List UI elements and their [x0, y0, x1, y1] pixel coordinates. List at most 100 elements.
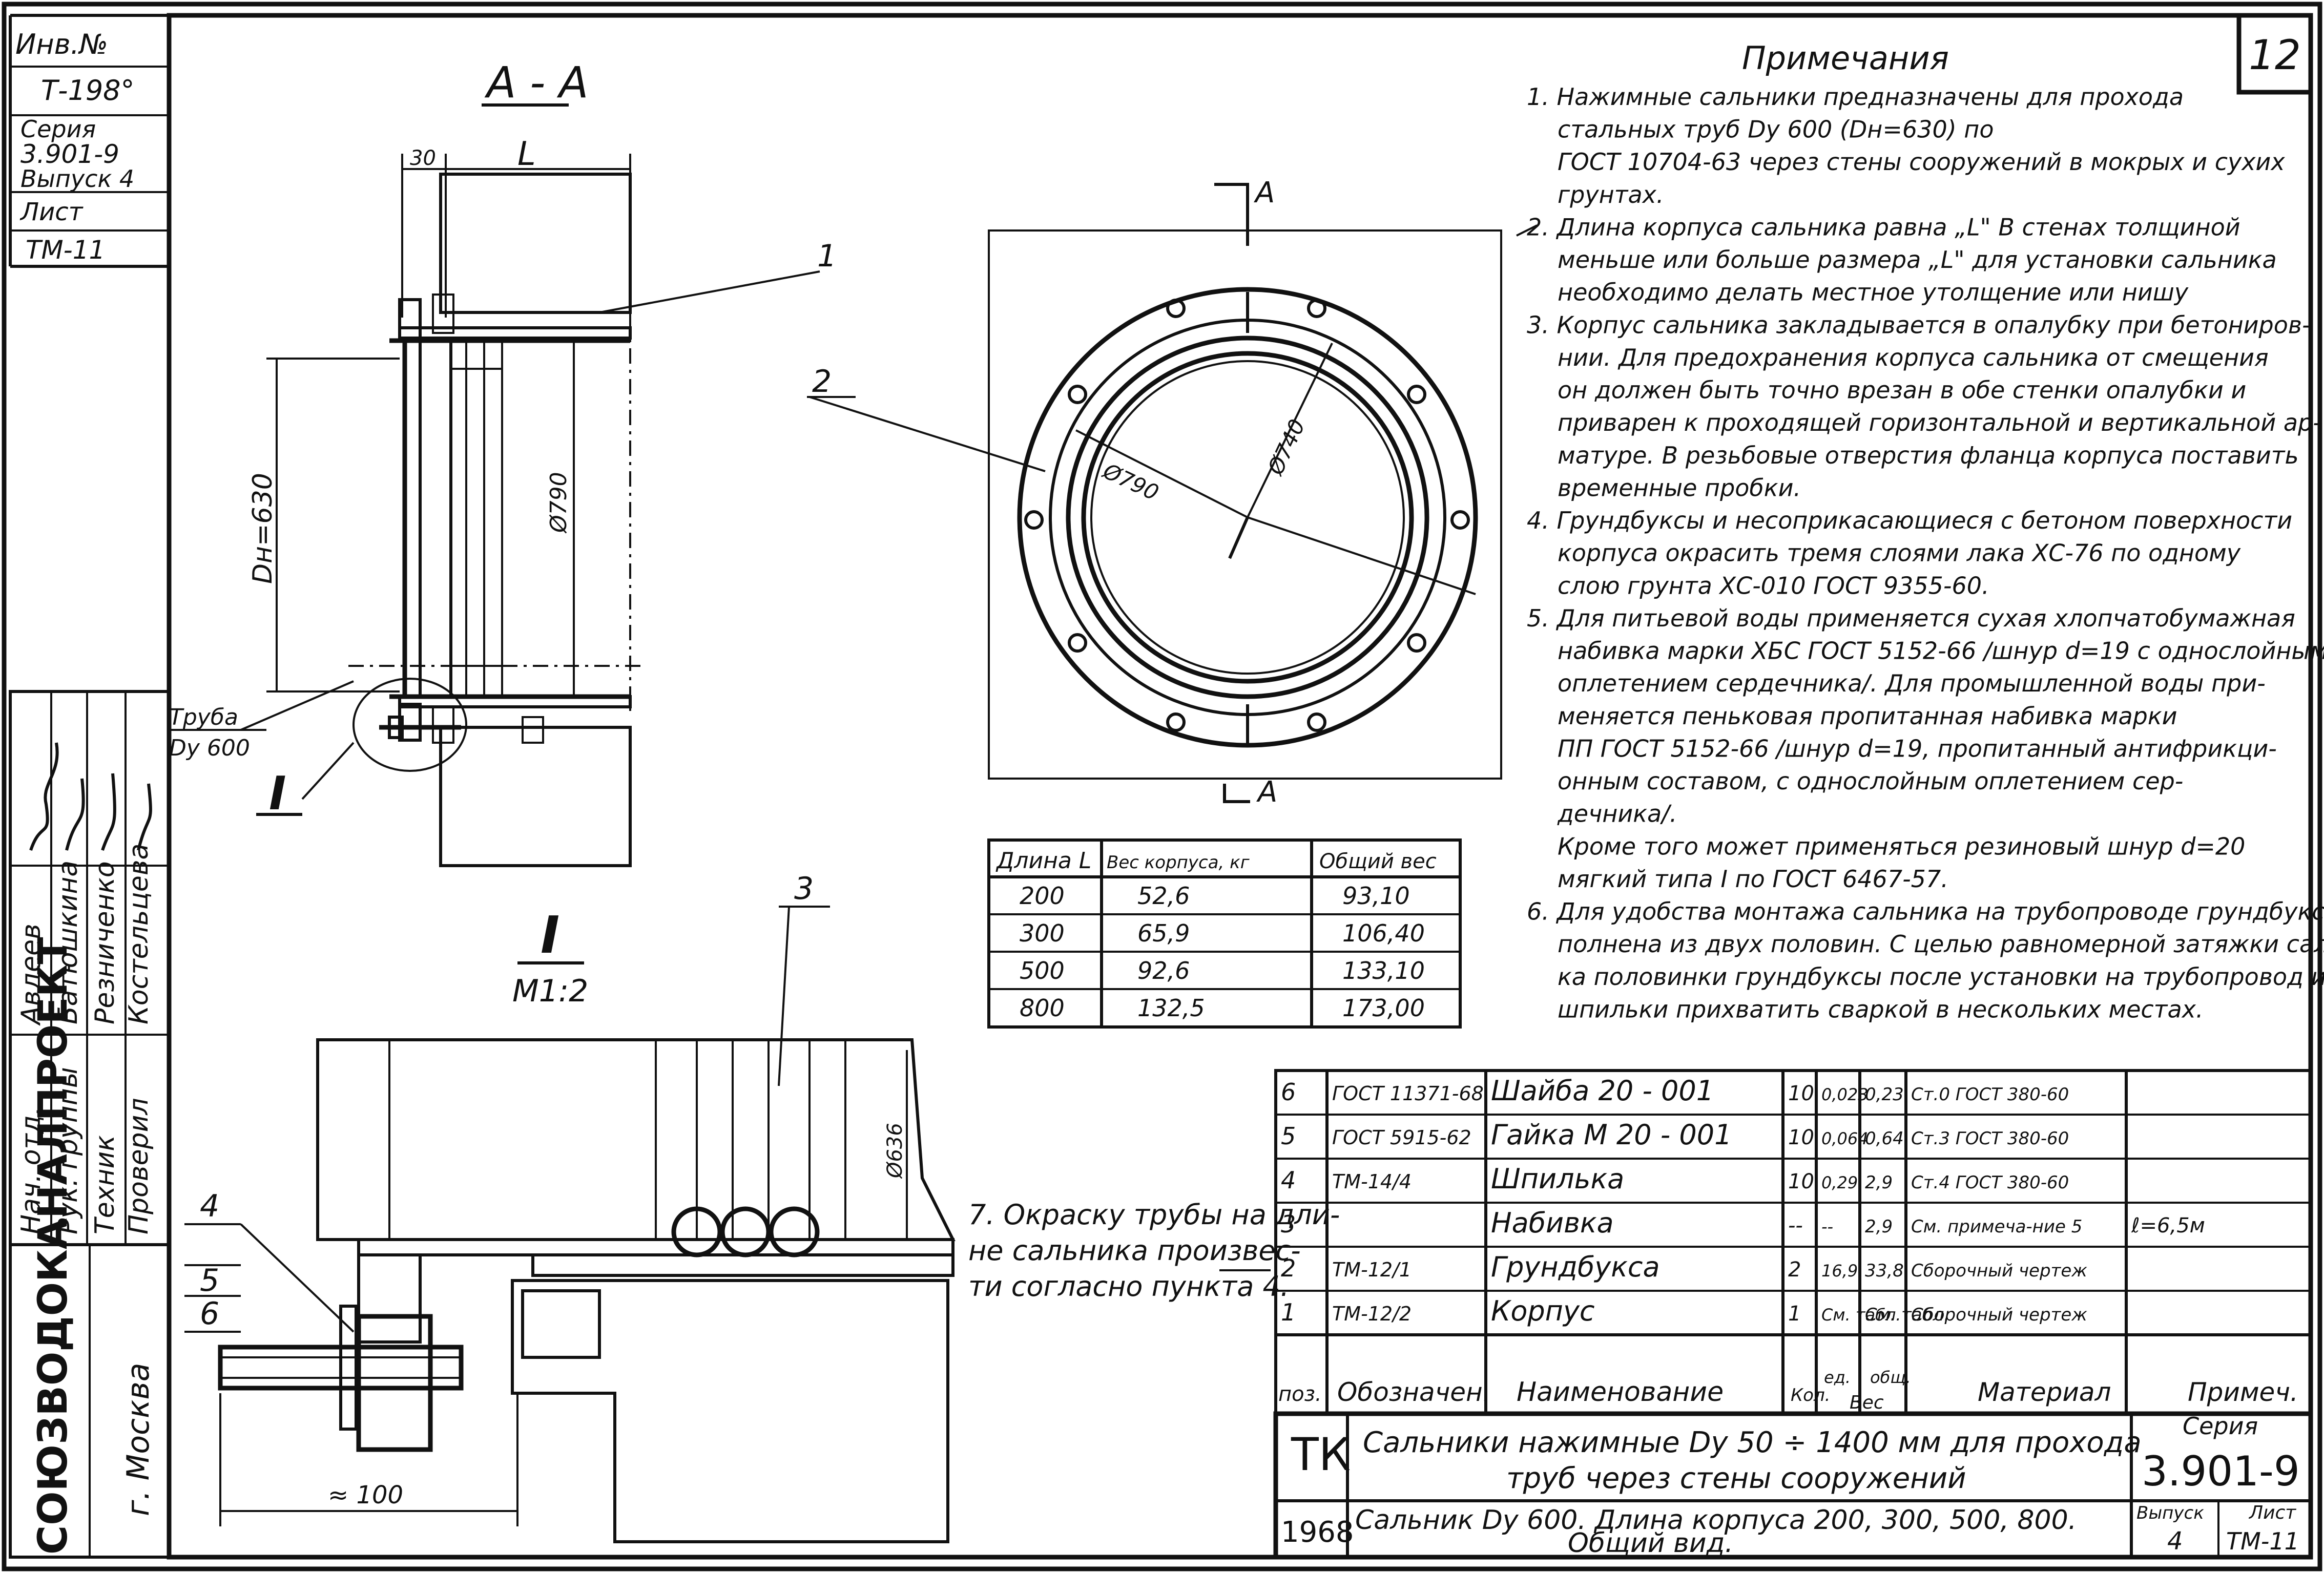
- stamp-line-1: Т-198°: [41, 74, 135, 107]
- spec-cell-w2: См. табл.: [1865, 1305, 1949, 1325]
- weight-cell: 800: [1020, 994, 1065, 1022]
- sheet-number: 12: [2249, 31, 2301, 79]
- leader-3: [778, 906, 790, 1086]
- spec-cell-qty: 1: [1788, 1302, 1801, 1326]
- spec-cell-w1: 16,9: [1821, 1261, 1858, 1281]
- spec-cell-w1: 0,023: [1821, 1085, 1869, 1104]
- left-stamp: Инв.№ Т-198° Серия 3.901-9 Выпуск 4 Лист…: [9, 14, 169, 268]
- spec-cell-qty: 2: [1788, 1258, 1801, 1282]
- series-value: 3.901-9: [2142, 1448, 2300, 1495]
- note-line: ГОСТ 10704-63 через стены сооружений в м…: [1558, 148, 2285, 176]
- weight-cell: 65,9: [1137, 919, 1190, 947]
- notes-block: Примечания 1. Нажимные сальники предназн…: [1516, 39, 2324, 1023]
- note-line: оплетением сердечника/. Для промышленной…: [1558, 669, 2266, 697]
- note-line: стальных труб Dу 600 (Dн=630) по: [1558, 116, 1994, 143]
- sheet-desc-1: Сальник Dу 600. Длина корпуса 200, 300, …: [1355, 1505, 2077, 1536]
- weight-cell: 132,5: [1137, 994, 1205, 1022]
- detail-gland: [357, 1253, 422, 1344]
- section-aa-title: А - А: [484, 57, 589, 108]
- note-line: 2. Длина корпуса сальника равна „L" В ст…: [1527, 213, 2240, 241]
- sheet-number-box: 12: [2236, 13, 2313, 95]
- weight-cell: 133,10: [1342, 957, 1425, 984]
- note-line: временные пробки.: [1558, 474, 1801, 501]
- spec-cell-pos: 5: [1281, 1122, 1296, 1150]
- spec-cell-pos: 6: [1281, 1078, 1296, 1106]
- detail-title: I: [541, 905, 559, 965]
- inv-label: Инв.№: [15, 28, 108, 60]
- sheet-label: Лист: [2248, 1502, 2296, 1523]
- spec-cell-w1: --: [1821, 1217, 1833, 1236]
- detail-scale: М1:2: [512, 973, 588, 1009]
- issue-value: 4: [2167, 1527, 2183, 1556]
- dim-dn: Dн=630: [247, 473, 278, 584]
- detail-i: I М1:2 Ø636: [184, 871, 1340, 1543]
- spec-cell-w1: См. табл.: [1821, 1305, 1901, 1325]
- note-line: онным составом, с однослойным оплетением…: [1558, 767, 2183, 795]
- signature-scribble: [29, 742, 152, 851]
- pipe-bore: [1081, 351, 1414, 684]
- spec-cell-doc: ТМ-12/2: [1332, 1303, 1412, 1325]
- detail-washer: [339, 1305, 358, 1431]
- title-logo: ТК: [1291, 1428, 1351, 1481]
- name-4: Костельцева: [123, 844, 154, 1024]
- dim-100: ≈ 100: [328, 1481, 403, 1509]
- wall-upper: [439, 173, 632, 314]
- spec-cell-note: ℓ=6,5м: [2131, 1214, 2205, 1238]
- weight-cell: 93,10: [1342, 882, 1410, 910]
- note-line: слою грунта ХС-010 ГОСТ 9355-60.: [1558, 572, 1989, 599]
- spec-header-doc: Обозначен.: [1337, 1377, 1491, 1407]
- name-3: Резниченко: [90, 861, 120, 1024]
- spec-cell-w2: 33,8: [1865, 1261, 1904, 1281]
- dim-l: L: [517, 135, 536, 173]
- pipe-label-1: Труба: [169, 704, 238, 730]
- note-line: 3. Корпус сальника закладывается в опалу…: [1527, 311, 2311, 339]
- stamp-line-2: Серия: [20, 115, 96, 143]
- section-aa: А - А 30 L: [169, 57, 837, 867]
- note7-line2: не сальника произвес-: [968, 1234, 1301, 1267]
- note-line: необходимо делать местное утолщение или …: [1558, 279, 2189, 306]
- detail-concrete: [511, 1279, 949, 1543]
- spec-cell-doc: ТМ-12/1: [1332, 1259, 1412, 1281]
- spec-header-weight: Вес: [1850, 1392, 1884, 1413]
- spec-cell-name: Шайба 20 - 001: [1491, 1075, 1714, 1107]
- note-line: он должен быть точно врезан в обе стенки…: [1558, 376, 2246, 404]
- city-name: г. Москва: [120, 1362, 156, 1516]
- stamp-line-4: Выпуск 4: [20, 165, 134, 193]
- pos-label-5: 5: [200, 1263, 219, 1298]
- note-line: 1. Нажимные сальники предназначены для п…: [1527, 83, 2184, 111]
- detail-pipe-wall: [316, 1038, 956, 1241]
- pipe-label-2: Dу 600: [169, 735, 250, 761]
- spec-cell-w1: 0,064: [1821, 1129, 1869, 1148]
- weight-cell: 300: [1020, 919, 1065, 947]
- spec-cell-doc: ГОСТ 11371-68: [1332, 1082, 1484, 1105]
- wall-lower: [439, 726, 632, 867]
- spec-cell-pos: 4: [1281, 1166, 1296, 1194]
- notes-title: Примечания: [1742, 39, 1949, 77]
- series-label: Серия: [2183, 1412, 2258, 1440]
- spec-cell-qty: 10: [1788, 1082, 1814, 1105]
- sheet-value: ТМ-11: [2226, 1527, 2299, 1555]
- spec-cell-doc: ТМ-14/4: [1332, 1170, 1412, 1193]
- note-line: приварен к проходящей горизонтальной и в…: [1558, 409, 2321, 436]
- spec-cell-material: Ст.0 ГОСТ 380-60: [1911, 1084, 2069, 1105]
- pos-label-6: 6: [200, 1296, 219, 1332]
- spec-cell-qty: 10: [1788, 1170, 1814, 1193]
- spec-cell-material: Ст.3 ГОСТ 380-60: [1911, 1128, 2069, 1149]
- detail-callout: [352, 678, 467, 772]
- pos-label-4: 4: [200, 1188, 219, 1224]
- note-line: ка половинки грундбуксы после установки …: [1558, 963, 2324, 991]
- note-line: грунтах.: [1558, 181, 1664, 208]
- leader-1: [599, 270, 820, 313]
- pos-label-1: 1: [817, 238, 837, 274]
- spec-cell-w2: 2,9: [1865, 1217, 1893, 1237]
- role-2: Рук. группы: [53, 1067, 84, 1234]
- role-4: Проверил: [123, 1098, 154, 1234]
- front-view-frame: [988, 229, 1502, 780]
- spec-cell-name: Корпус: [1491, 1295, 1595, 1327]
- spec-cell-qty: --: [1788, 1214, 1803, 1238]
- stamp-line-5: Лист: [19, 198, 84, 226]
- spec-header-pos: поз.: [1278, 1382, 1322, 1406]
- dim-30: 30: [410, 146, 436, 170]
- spec-header-name: Наименование: [1517, 1377, 1724, 1408]
